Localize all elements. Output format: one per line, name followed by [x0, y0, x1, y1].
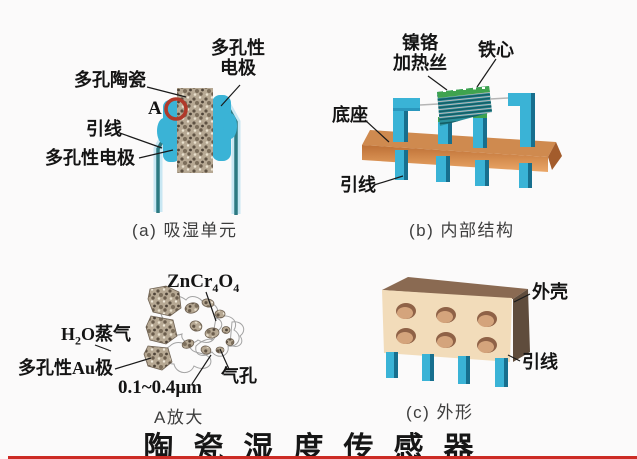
- label-base: 底座: [332, 105, 368, 125]
- label-pore-size: 0.1~0.4μm: [118, 377, 202, 398]
- label-iron-core: 铁心: [478, 40, 514, 60]
- label-pore: 气孔: [221, 366, 257, 386]
- shell-lead-pins: [386, 352, 508, 387]
- caption-panel-b: (b) 内部结构: [409, 221, 515, 240]
- base-board-graphic: [362, 130, 562, 172]
- label-shell: 外壳: [532, 282, 568, 302]
- label-lead-wire-c: 引线: [522, 352, 558, 372]
- point-a-ring: [164, 97, 188, 121]
- terminal-post-left: [393, 98, 420, 180]
- terminal-post-right: [508, 93, 535, 188]
- label-porous-ceramic: 多孔陶瓷: [74, 70, 146, 90]
- device-internal-structure: [362, 58, 562, 188]
- shell-box-graphic: [382, 277, 530, 362]
- label-porous-electrode-top: 多孔性 电极: [211, 38, 265, 79]
- au-electrode-grains: [143, 285, 182, 371]
- label-lead-wire-b: 引线: [340, 175, 376, 195]
- caption-panel-c: (c) 外形: [406, 403, 474, 422]
- panel-mag-leader-lines: [94, 291, 230, 385]
- label-h2o-vapor: H2O蒸气: [61, 324, 132, 348]
- caption-panel-magnified: A放大: [154, 408, 204, 427]
- panel-c-leader-lines: [507, 293, 531, 362]
- panel-a-leader-lines: [116, 84, 241, 159]
- label-lead-wire-a: 引线: [86, 119, 122, 139]
- heater-support-posts: [436, 113, 489, 186]
- label-zncr4o4: ZnCr4O4: [167, 271, 240, 295]
- heater-connection-wires: [419, 97, 509, 106]
- label-nichrome-heating-wire: 镍铬 加热丝: [393, 33, 447, 74]
- label-porous-au-electrode: 多孔性Au极: [18, 358, 114, 378]
- heater-coil-graphic: [437, 86, 492, 126]
- title-underline: [8, 456, 637, 459]
- label-porous-electrode-bottom: 多孔性电极: [45, 148, 135, 168]
- device-absorption-unit: [116, 84, 241, 215]
- label-point-a: A: [148, 98, 162, 119]
- microstructure-graphic: [94, 285, 245, 385]
- shell-holes: [396, 303, 497, 353]
- panel-b-leader-lines: [364, 58, 497, 186]
- page-title: 陶瓷湿度传感器: [143, 432, 494, 459]
- caption-panel-a: (a) 吸湿单元: [132, 221, 238, 240]
- ceramic-grains: [181, 298, 235, 355]
- device-outer-shape: [382, 277, 531, 387]
